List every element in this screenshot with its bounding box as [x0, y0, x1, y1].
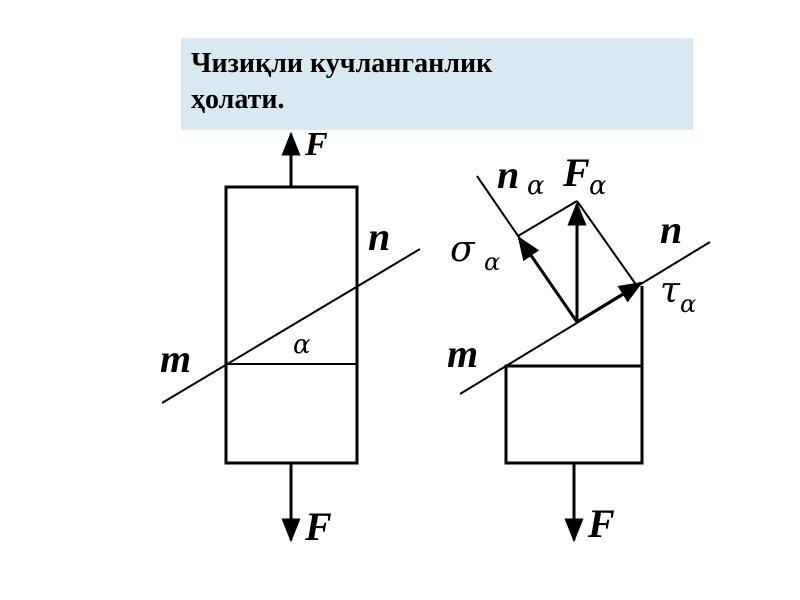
right-force-F-label: F [562, 150, 590, 195]
right-force-subscript: α [589, 171, 607, 201]
right-tau-arrow [576, 281, 644, 324]
left-plane-n-label: n [368, 214, 390, 259]
right-sigma-arrow [517, 236, 579, 323]
right-bottom-force-label: F [587, 501, 615, 546]
right-figure [459, 175, 711, 543]
left-figure [161, 131, 421, 543]
right-lower-block [504, 364, 644, 465]
right-parallelogram-side [576, 200, 638, 287]
right-sigma-subscript: α [484, 248, 500, 276]
title-line-2: ҳолати. [191, 84, 285, 115]
left-top-force-label: F [304, 126, 328, 163]
left-angle-label: α [293, 330, 311, 360]
right-tau-subscript: α [680, 290, 696, 318]
left-plane-m-label: m [160, 336, 191, 381]
left-section-line [161, 248, 421, 404]
right-sigma-label: σ [450, 229, 476, 270]
right-parallelogram-top [517, 200, 578, 237]
right-tau-label: τ [660, 270, 681, 311]
left-bottom-force-label: F [304, 504, 332, 549]
right-normal-subscript: α [527, 171, 545, 201]
title-banner: Чизиқли кучланганлик ҳолати. [181, 38, 693, 130]
right-plane-n-label: n [660, 207, 682, 252]
title-line-1: Чизиқли кучланганлик [191, 48, 493, 79]
right-normal-n-label: n [497, 152, 519, 197]
right-plane-m-label: m [447, 331, 478, 376]
